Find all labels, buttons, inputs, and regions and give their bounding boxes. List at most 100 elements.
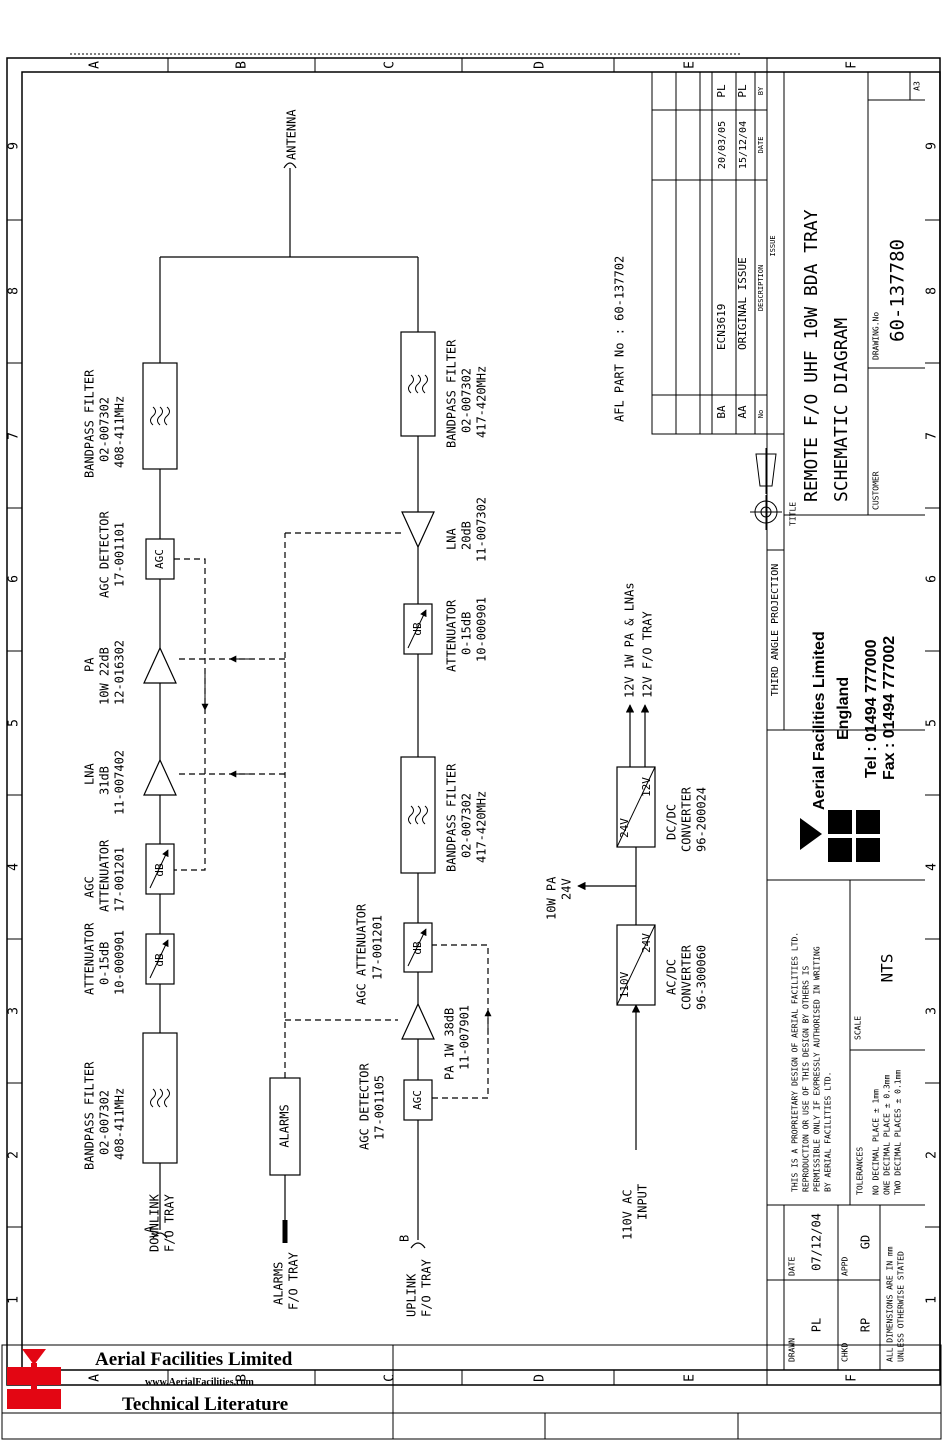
grid-numbers-left: 1 2 3 4 5 6 7 8 9: [7, 142, 22, 1304]
footer-logo-icon: [7, 1349, 61, 1409]
grid-number: 8: [7, 287, 22, 295]
afl-logo-icon: [800, 810, 880, 862]
grid-number: 1: [925, 1296, 940, 1304]
grid-letter: E: [683, 61, 698, 69]
drawing-number: 60-137780: [887, 239, 909, 342]
company-country: England: [835, 677, 852, 740]
dl-bpf1-part: 02-007302: [98, 1090, 112, 1155]
grid-number: 8: [925, 287, 940, 295]
proprietary-line-2: REPRODUCTION OR USE OF THIS DESIGN BY OT…: [802, 965, 811, 1192]
footer-url: www.AerialFacilities.com: [145, 1377, 255, 1388]
dl-pa-spec: 10W 22dB: [98, 647, 112, 705]
alarms-box-label: ALARMS: [278, 1104, 292, 1147]
dl-pa-name: PA: [83, 657, 97, 672]
pa-supply-label-2: 24V: [560, 878, 574, 900]
ul-bpf1-freq: 417-420MHz: [475, 791, 489, 863]
appd-label: APPD: [841, 1257, 850, 1276]
page-footer: Aerial Facilities Limited www.AerialFaci…: [1, 1344, 942, 1440]
grid-number: 7: [925, 432, 940, 440]
alarm-dashed-lines: [178, 532, 405, 1078]
ul-lna-amplifier-icon: [401, 511, 435, 549]
title-label: TITLE: [789, 502, 798, 526]
dcdc-in-label: 24V: [618, 818, 631, 838]
downlink-label-2: F/O TRAY: [163, 1193, 177, 1252]
proprietary-line-4: BY AERIAL FACILITIES LTD.: [824, 1072, 833, 1192]
uplink-port-letter: B: [398, 1235, 412, 1242]
dcdc-part: 96-200024: [695, 787, 709, 852]
variable-arrow-icon: [407, 609, 427, 649]
dl-agc-att-name: AGC: [83, 876, 97, 898]
ul-agc-att-part: 17-001201: [371, 915, 385, 980]
grid-number: 7: [7, 432, 22, 440]
downlink-port-letter: A: [143, 1225, 157, 1233]
tolerance-2: ONE DECIMAL PLACE ± 0.3mm: [883, 1074, 892, 1195]
grid-letters-bottom: A B C D E F: [88, 1374, 860, 1382]
title-line-1: REMOTE F/O UHF 10W BDA TRAY: [801, 209, 822, 502]
dl-bpf2-freq: 408-411MHz: [113, 396, 127, 468]
grid-letter: A: [88, 1374, 103, 1382]
downlink-chain: [159, 168, 419, 1230]
dcdc-out-label-2: 12V F/O TRAY: [641, 611, 655, 698]
acdc-name-2: CONVERTER: [680, 944, 694, 1010]
dl-agc-detector: [145, 538, 175, 580]
grid-number: 1: [7, 1296, 22, 1304]
grid-number: 9: [7, 142, 22, 150]
grid-letter: E: [683, 1374, 698, 1382]
grid-letter: B: [235, 61, 250, 69]
ul-agc-det-name: AGC DETECTOR: [358, 1063, 372, 1150]
dl-lna-gain: 31dB: [98, 766, 112, 795]
grid-number: 6: [925, 575, 940, 583]
rev-header-by: BY: [757, 86, 765, 95]
dl-agc-att-type: ATTENUATOR: [98, 839, 112, 912]
dl-bpf1-freq: 408-411MHz: [113, 1088, 127, 1160]
variable-arrow-icon: [407, 928, 427, 967]
rev-row-2-desc: ORIGINAL ISSUE: [736, 257, 749, 350]
dl-bpf1-name: BANDPASS FILTER: [83, 1061, 97, 1170]
antenna-icon: [283, 162, 297, 169]
company-fax: Fax : 01494 777002: [881, 636, 898, 780]
grid-number: 4: [7, 863, 22, 871]
company-tel: Tel : 01494 777000: [863, 639, 880, 778]
downlink-port-icon: [152, 1232, 168, 1239]
projection-symbol-icon: [750, 448, 782, 530]
variable-arrow-icon: [149, 939, 169, 979]
tolerance-1: NO DECIMAL PLACE ± 1mm: [872, 1089, 881, 1195]
dcdc-name-2: CONVERTER: [680, 786, 694, 852]
uplink-label-2: F/O TRAY: [420, 1258, 434, 1317]
proprietary-line-3: PERMISSIBLE ONLY IF EXPRESSLY AUTHORISED…: [813, 946, 822, 1192]
dl-att-part: 10-000901: [113, 930, 127, 995]
ul-att-range: 0-15dB: [460, 612, 474, 655]
grid-number: 3: [7, 1007, 22, 1015]
rev-row-1-no: BA: [715, 405, 728, 419]
footer-subtitle: Technical Literature: [122, 1394, 288, 1415]
uplink-port-icon: [410, 1242, 426, 1249]
grid-letter: D: [533, 1374, 548, 1382]
dl-pa-amplifier-icon: [143, 646, 177, 684]
ul-att-part: 10-000901: [475, 597, 489, 662]
ul-pa-amplifier-icon: [401, 1002, 435, 1040]
ul-bpf2-name: BANDPASS FILTER: [445, 339, 459, 448]
rev-row-2-date: 15/12/04: [738, 121, 749, 169]
grid-number: 5: [7, 719, 22, 727]
uplink-label-1: UPLINK: [405, 1273, 419, 1317]
rev-row-2-by: PL: [736, 84, 749, 98]
dl-agc-det-part: 17-001101: [113, 522, 127, 587]
dcdc-name-1: DC/DC: [665, 804, 679, 840]
grid-number: 3: [925, 1007, 940, 1015]
customer-label: CUSTOMER: [872, 471, 881, 510]
ul-pa-part: 11-007901: [458, 1005, 472, 1070]
rev-row-2-no: AA: [736, 405, 749, 419]
scale-value: NTS: [878, 954, 897, 983]
antenna-label: ANTENNA: [285, 109, 299, 160]
grid-number: 9: [925, 142, 940, 150]
dl-bpf2-name: BANDPASS FILTER: [83, 369, 97, 478]
scale-label: SCALE: [854, 1016, 863, 1040]
afl-part-number: AFL PART No : 60-137702: [613, 256, 627, 422]
ul-bpf1-part: 02-007302: [460, 793, 474, 858]
ul-lna-part: 11-007302: [475, 497, 489, 562]
alarms-port-label-1: ALARMS: [272, 1262, 286, 1305]
grid-number: 6: [7, 575, 22, 583]
grid-letter: A: [88, 61, 103, 69]
ul-bpf1-name: BANDPASS FILTER: [445, 763, 459, 872]
